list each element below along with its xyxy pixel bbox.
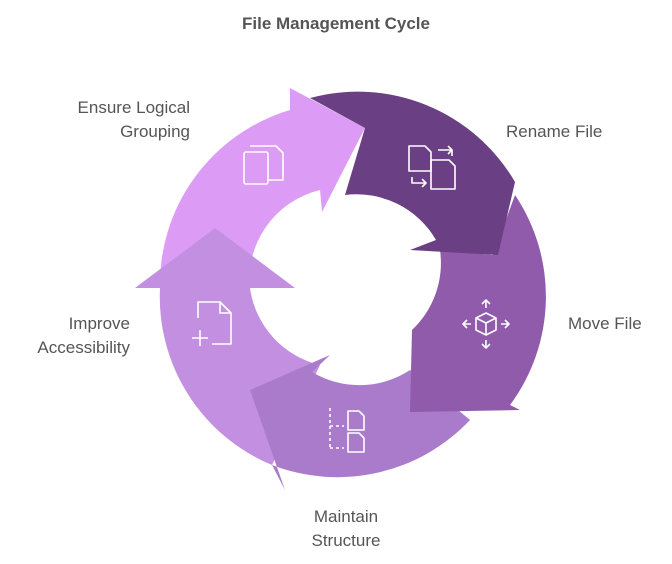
label-move-file: Move File — [568, 314, 642, 333]
diagram-title: File Management Cycle — [241, 14, 430, 33]
move-cube-icon — [462, 299, 510, 349]
add-file-icon — [192, 301, 232, 346]
label-improve-accessibility: Improve Accessibility — [37, 314, 130, 357]
copy-files-icon — [243, 145, 284, 185]
label-ensure-logical-grouping: Ensure Logical Grouping — [77, 98, 190, 141]
file-tree-icon — [329, 408, 365, 453]
segment-rename-file — [310, 91, 515, 255]
label-maintain-structure: Maintain Structure — [311, 507, 381, 550]
segment-move-file — [410, 195, 546, 412]
label-rename-file: Rename File — [506, 122, 603, 141]
rename-file-icon — [408, 145, 456, 190]
